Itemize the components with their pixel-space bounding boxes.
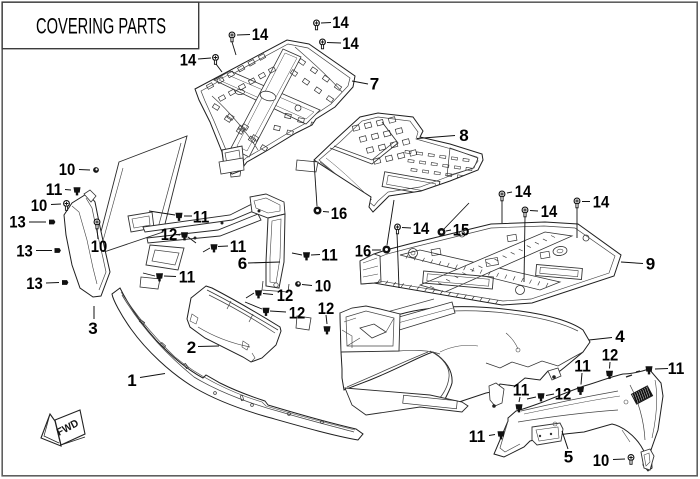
svg-text:11: 11 xyxy=(46,180,63,199)
svg-text:10: 10 xyxy=(91,237,108,256)
svg-text:15: 15 xyxy=(453,221,470,240)
svg-text:11: 11 xyxy=(574,357,591,376)
svg-text:8: 8 xyxy=(459,126,468,145)
svg-text:12: 12 xyxy=(277,286,294,305)
svg-text:11: 11 xyxy=(469,427,486,446)
svg-text:11: 11 xyxy=(230,237,247,256)
svg-text:12: 12 xyxy=(161,225,178,244)
svg-text:11: 11 xyxy=(193,208,210,227)
svg-text:16: 16 xyxy=(331,204,348,223)
svg-text:11: 11 xyxy=(321,246,338,265)
svg-text:14: 14 xyxy=(413,219,430,238)
svg-text:14: 14 xyxy=(541,202,558,221)
svg-text:12: 12 xyxy=(602,346,619,365)
svg-text:14: 14 xyxy=(515,182,532,201)
svg-text:12: 12 xyxy=(318,299,335,318)
svg-text:5: 5 xyxy=(564,448,573,467)
svg-text:2: 2 xyxy=(187,338,196,357)
svg-text:9: 9 xyxy=(646,255,655,274)
svg-text:16: 16 xyxy=(355,242,372,261)
svg-text:6: 6 xyxy=(238,254,247,273)
svg-text:12: 12 xyxy=(289,304,306,323)
svg-text:3: 3 xyxy=(88,319,97,338)
svg-text:10: 10 xyxy=(31,196,48,215)
svg-text:13: 13 xyxy=(16,242,33,261)
svg-text:14: 14 xyxy=(180,51,197,70)
svg-text:14: 14 xyxy=(342,34,359,53)
svg-text:4: 4 xyxy=(615,327,625,346)
svg-text:13: 13 xyxy=(26,274,43,293)
svg-text:11: 11 xyxy=(513,381,530,400)
svg-text:1: 1 xyxy=(127,371,136,390)
svg-text:14: 14 xyxy=(332,13,349,32)
svg-text:14: 14 xyxy=(252,25,269,44)
svg-text:10: 10 xyxy=(593,451,610,470)
svg-text:13: 13 xyxy=(9,213,26,232)
svg-text:11: 11 xyxy=(668,359,685,378)
svg-text:12: 12 xyxy=(555,385,572,404)
svg-text:10: 10 xyxy=(315,277,332,296)
svg-text:COVERING PARTS: COVERING PARTS xyxy=(36,14,166,39)
svg-text:7: 7 xyxy=(370,75,379,94)
svg-text:10: 10 xyxy=(59,160,76,179)
svg-text:14: 14 xyxy=(593,193,610,212)
svg-text:11: 11 xyxy=(179,268,196,287)
